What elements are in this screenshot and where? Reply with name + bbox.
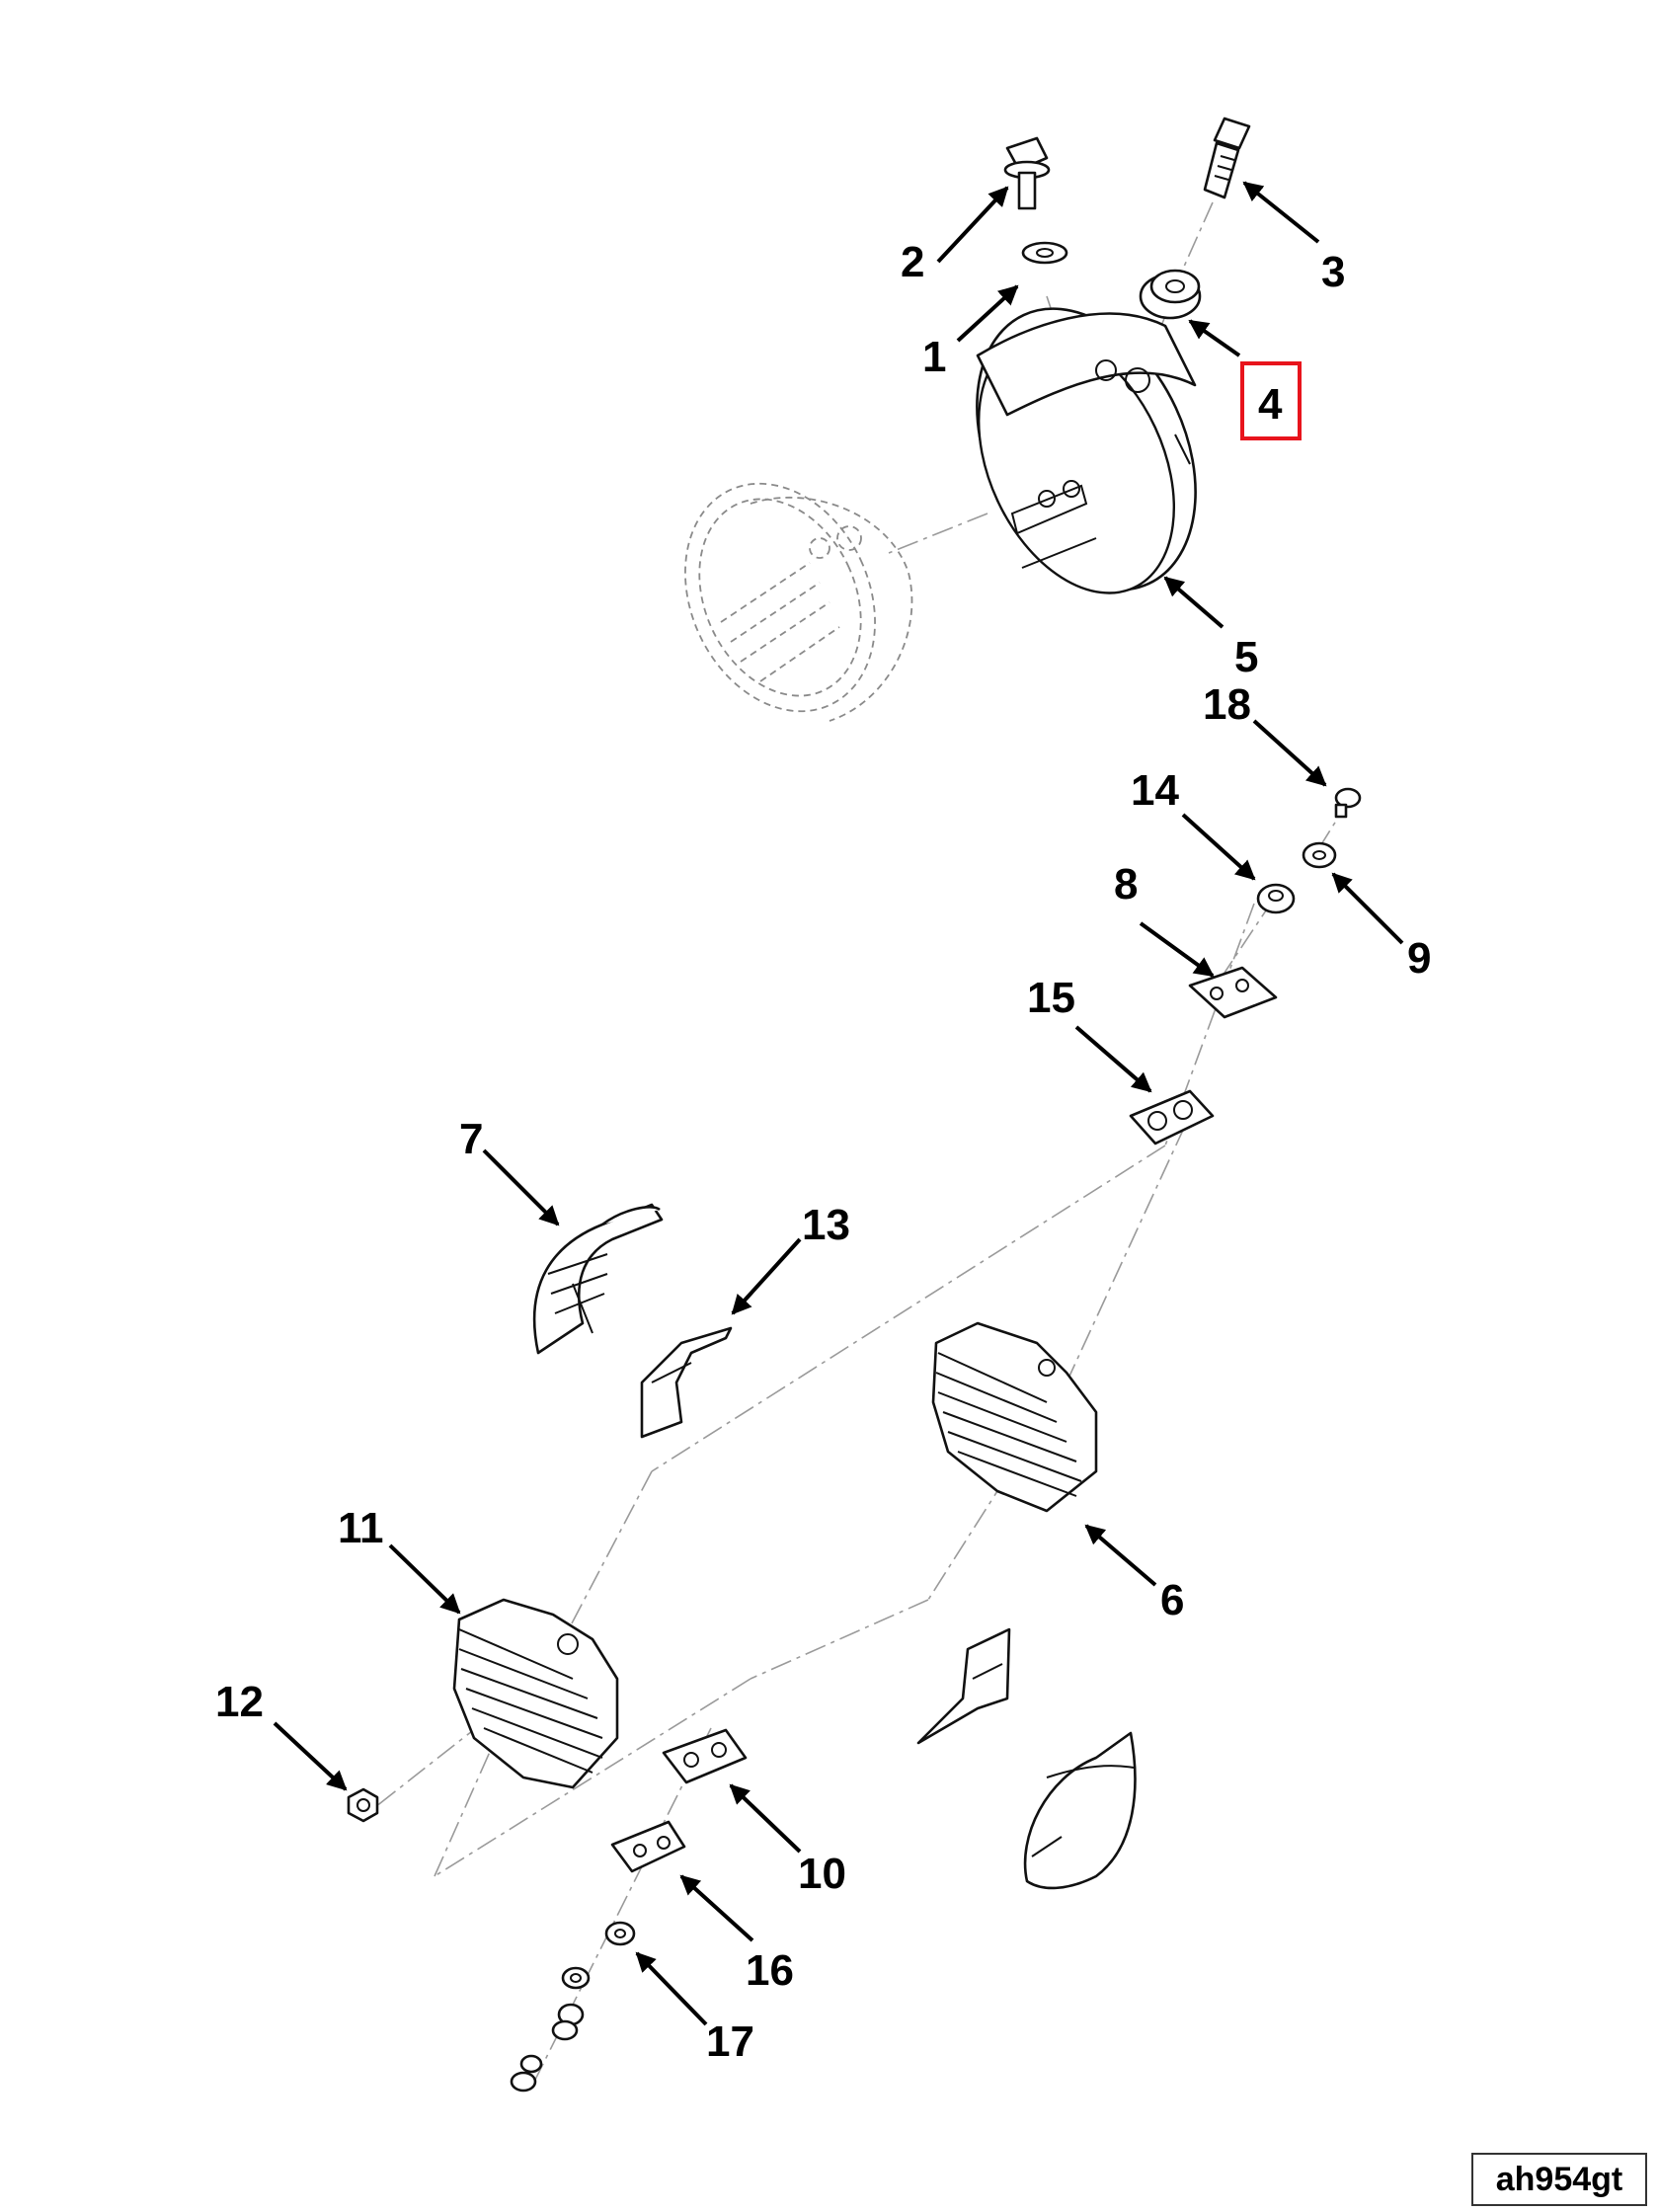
callout-4: 4	[1258, 380, 1283, 429]
callout-11: 11	[338, 1504, 384, 1552]
bracket-cover-part	[532, 1203, 664, 1355]
callout-leaders	[273, 181, 1404, 2026]
washer-part	[1021, 241, 1068, 265]
ghost-housing	[684, 482, 913, 722]
callout-3: 3	[1321, 248, 1345, 296]
flange-bolt-part	[1003, 136, 1051, 210]
plate-upper-part	[1188, 966, 1278, 1019]
callout-9: 9	[1407, 934, 1431, 983]
plate-middle-part	[1129, 1089, 1215, 1146]
callout-6: 6	[1160, 1576, 1184, 1624]
spacer-part	[1256, 883, 1296, 914]
callout-4-highlight-box	[1240, 361, 1302, 440]
grommet-part	[1139, 269, 1202, 320]
bracket-cover-lower-part	[1023, 1731, 1137, 1890]
callout-18: 18	[1203, 680, 1251, 729]
callout-labels: 2 1 3 4 5 18 14 9 8 15 7 13 6 11 12 10 1…	[215, 238, 1431, 2066]
clip-part	[640, 1326, 733, 1439]
callout-13: 13	[802, 1201, 850, 1249]
washer-small-part	[1302, 841, 1337, 869]
callout-10: 10	[798, 1850, 846, 1898]
callout-2: 2	[901, 238, 924, 286]
washer-lower-part	[510, 1921, 636, 2093]
callout-7: 7	[459, 1115, 483, 1163]
callout-15: 15	[1027, 974, 1075, 1022]
callout-5: 5	[1234, 633, 1258, 681]
finned-module-lower-part	[452, 1598, 619, 1789]
stud-bolt-part	[1203, 117, 1251, 199]
assembly-center-lines	[374, 201, 1344, 2085]
callout-16: 16	[746, 1946, 794, 1995]
hex-nut-part	[347, 1787, 379, 1823]
callout-14: 14	[1131, 766, 1179, 815]
callout-1: 1	[922, 333, 946, 381]
plate-lower-part	[662, 1728, 748, 1784]
plate-bottom-part	[610, 1820, 686, 1873]
mounting-band-part	[976, 307, 1197, 594]
finned-module-upper-part	[931, 1321, 1098, 1513]
clip-lower-part	[916, 1627, 1011, 1745]
callout-12: 12	[215, 1678, 264, 1726]
callout-8: 8	[1114, 860, 1138, 908]
callout-17: 17	[706, 2017, 754, 2066]
figure-id-label: ah954gt	[1471, 2153, 1647, 2206]
rivet-part	[1334, 787, 1362, 819]
